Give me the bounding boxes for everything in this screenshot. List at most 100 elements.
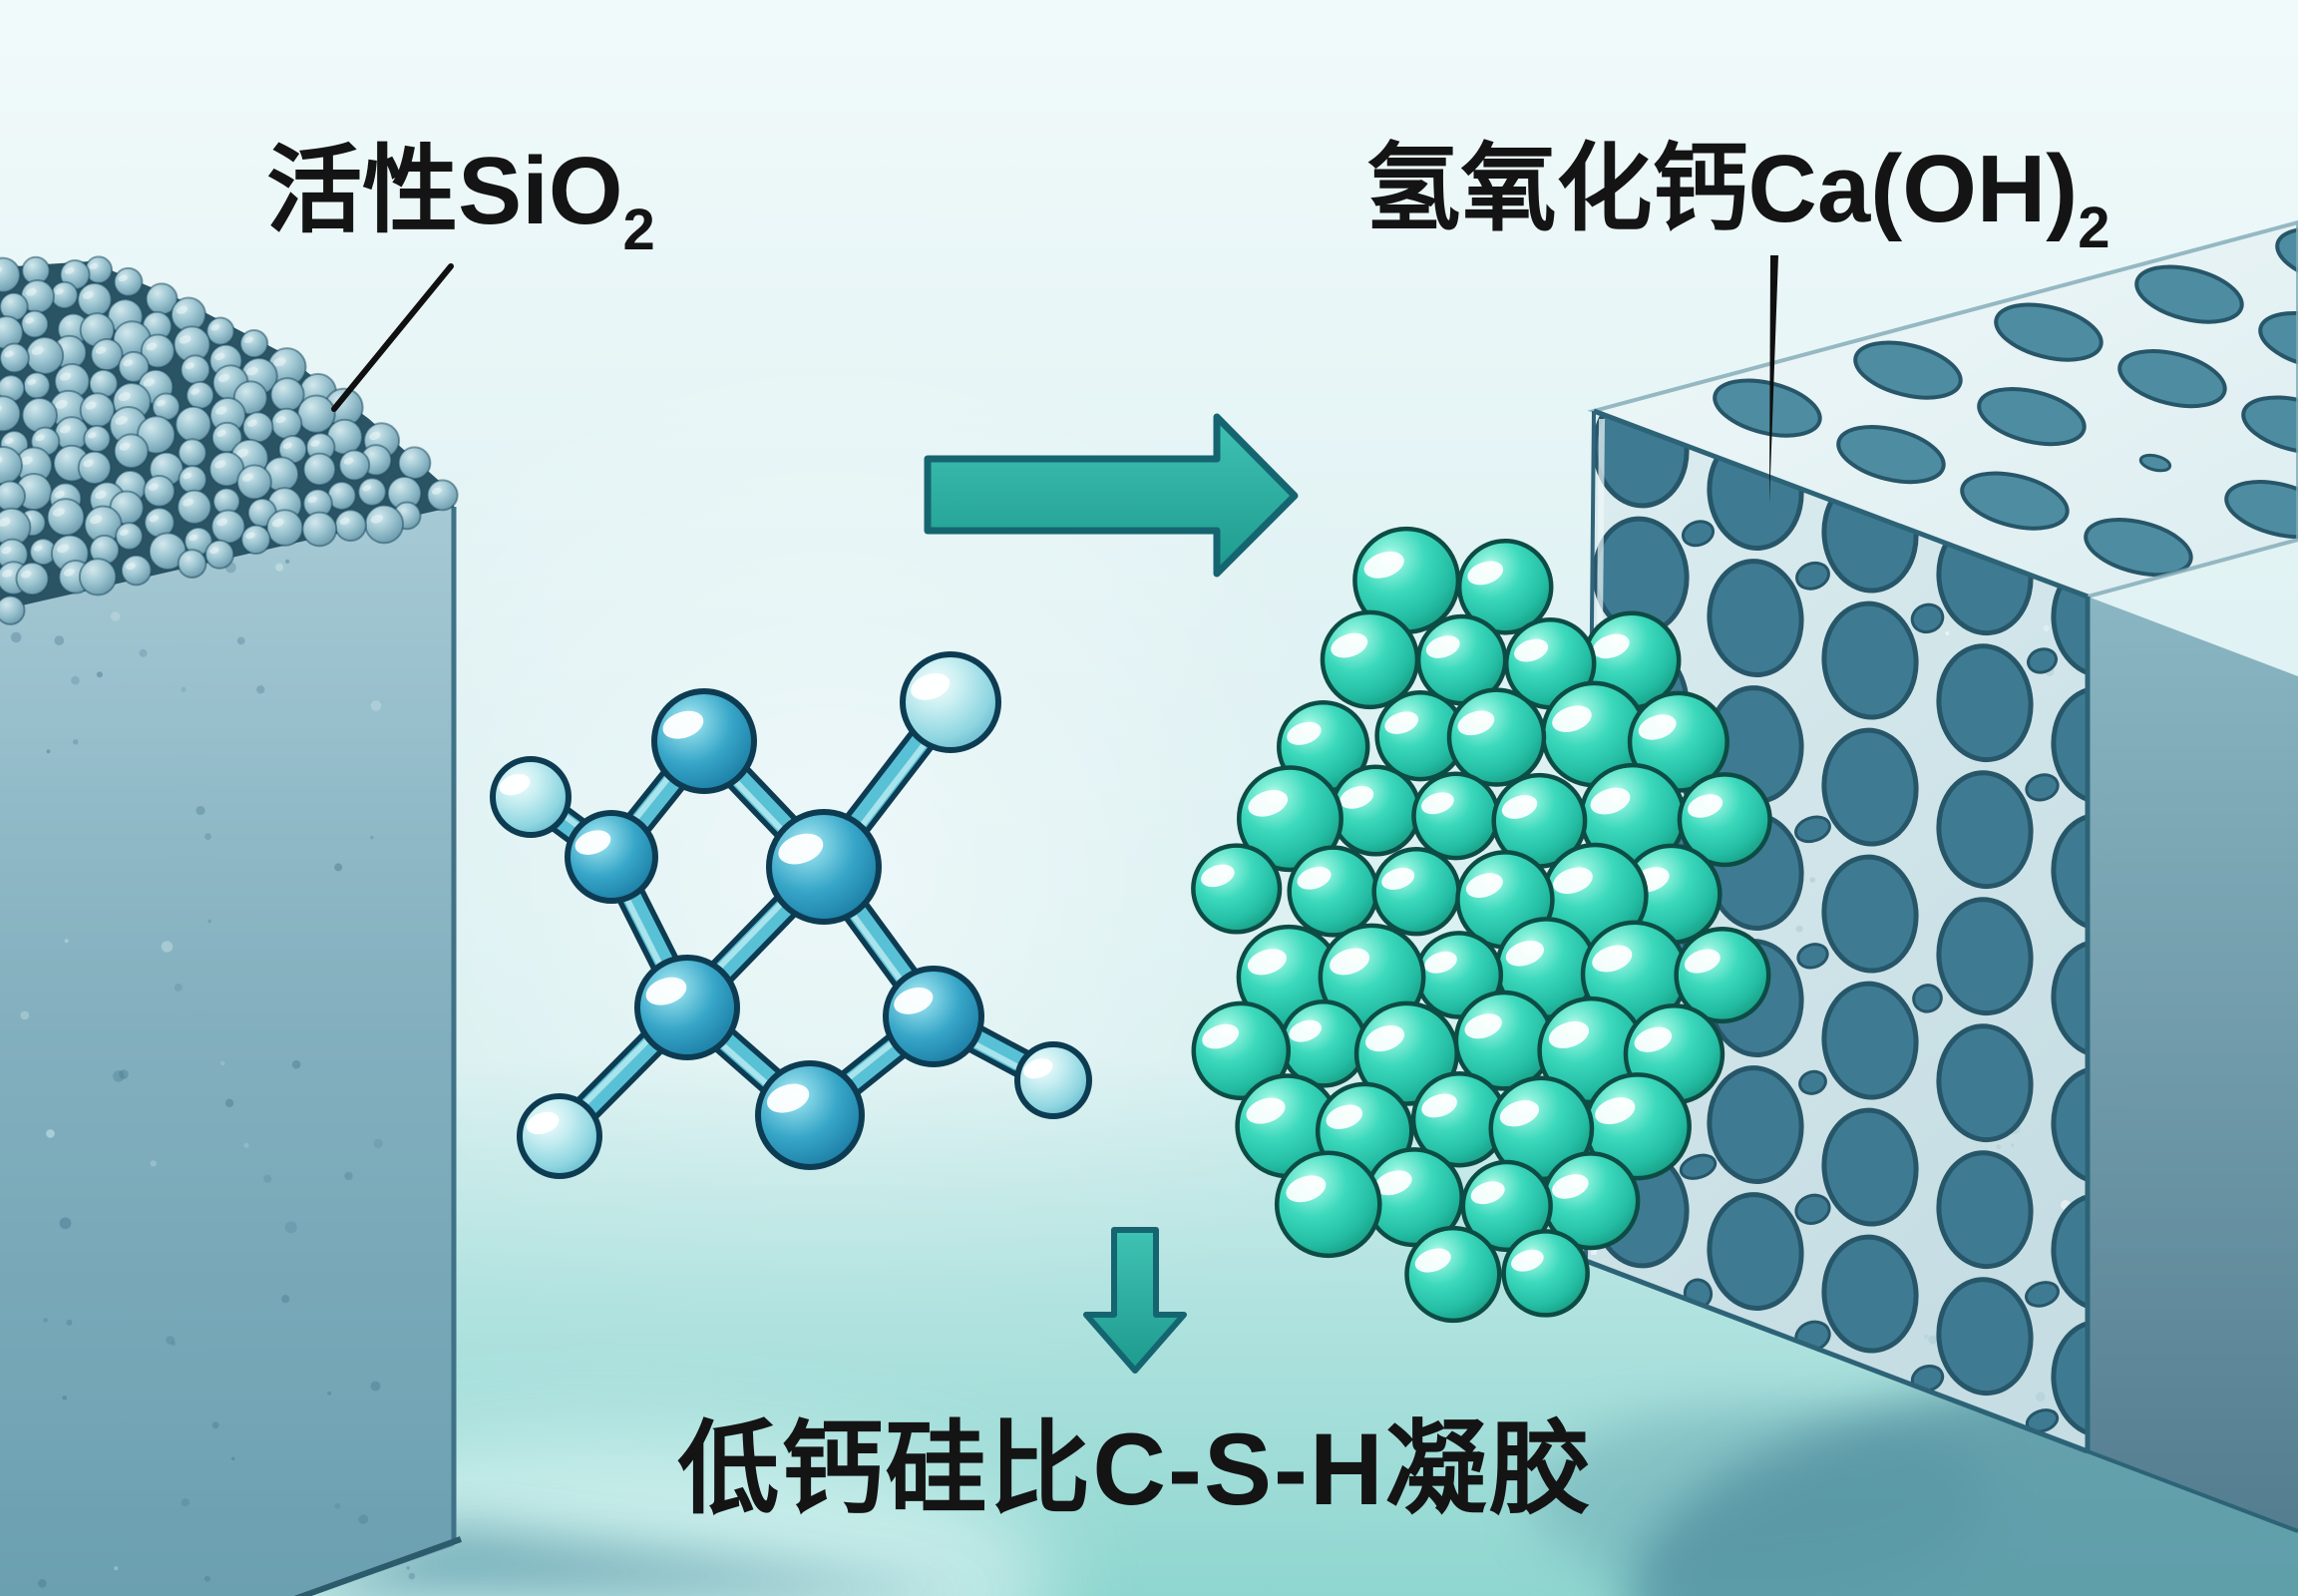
particle-highlight <box>55 399 68 409</box>
atom-highlight <box>911 672 951 700</box>
particle-highlight <box>148 483 159 491</box>
calcium-hydroxide-block <box>1584 219 2298 1533</box>
top-pore <box>2134 264 2244 324</box>
particle-highlight <box>31 346 44 355</box>
csh-gel-sphere-cluster <box>1191 526 1772 1324</box>
gel-sphere-highlight <box>1374 1170 1412 1196</box>
label-calcium-hydroxide-subscript: 2 <box>2078 196 2109 260</box>
speckle <box>161 941 174 953</box>
silica-particle <box>120 554 153 587</box>
atom-silicon <box>651 688 757 794</box>
particle-highlight <box>235 448 249 458</box>
gel-sphere-highlight <box>1457 710 1495 736</box>
atom-highlight <box>766 1083 810 1113</box>
speckle <box>230 1456 235 1461</box>
silica-particle <box>301 511 338 548</box>
silica-particle-block <box>0 255 463 1596</box>
gel-sphere-highlight <box>1548 1020 1590 1048</box>
particle-highlight <box>370 514 384 524</box>
particle-highlight <box>27 378 37 385</box>
gel-sphere-highlight <box>1595 1097 1636 1125</box>
gel-sphere <box>1501 1229 1590 1318</box>
particle-highlight <box>362 485 372 492</box>
speckle <box>204 833 211 840</box>
atom-oxygen <box>1014 1041 1092 1119</box>
silica-molecule <box>490 651 1092 1179</box>
front-pore-small <box>2027 647 2058 674</box>
particle-highlight <box>64 569 75 577</box>
atom-highlight <box>499 774 531 796</box>
particle-highlight <box>1 547 12 555</box>
atom-silicon <box>766 809 882 925</box>
front-pore-small <box>1912 984 1943 1013</box>
speckle <box>181 686 187 692</box>
silica-particle <box>334 509 367 543</box>
silica-particle <box>0 595 26 625</box>
front-pore-small <box>1798 1069 1827 1095</box>
gel-sphere-highlight <box>1501 795 1538 819</box>
particle-highlight <box>119 442 131 451</box>
particle-highlight <box>35 434 45 442</box>
label-reactive-silica-subscript: 2 <box>623 198 655 262</box>
particle-highlight <box>52 508 65 517</box>
reaction-arrow-right <box>924 413 1299 578</box>
speckle <box>46 1129 55 1138</box>
front-pore <box>1707 559 1804 677</box>
front-pore-small <box>2025 1281 2060 1308</box>
speckle <box>1945 631 1950 635</box>
particle-highlight <box>217 373 230 383</box>
speckle <box>20 1010 30 1020</box>
top-pore <box>1977 387 2087 447</box>
speckle <box>73 739 79 745</box>
front-pore <box>1936 643 2034 763</box>
annotation-lines <box>331 255 1778 504</box>
silica-particle <box>143 474 176 508</box>
speckle <box>114 1566 119 1571</box>
down-arrow <box>1083 1227 1187 1374</box>
particle-highlight <box>244 336 253 343</box>
particle-highlight <box>146 342 158 351</box>
speckle <box>10 631 22 643</box>
speckle <box>166 1336 176 1345</box>
speckle <box>46 749 51 754</box>
particle-highlight <box>307 496 317 504</box>
gel-sphere-highlight <box>1514 638 1549 662</box>
gel-sphere-highlight <box>1592 633 1630 659</box>
gel-sphere <box>1404 1225 1502 1324</box>
silica-particle <box>0 395 22 433</box>
gel-sphere-highlight <box>1467 561 1504 586</box>
particle-highlight <box>83 459 94 468</box>
silica-particle <box>0 480 27 513</box>
front-pore <box>2051 685 2088 805</box>
gel-sphere-highlight <box>1425 635 1460 658</box>
particle-highlight <box>431 487 442 495</box>
speckle <box>1928 1335 1938 1345</box>
gel-sphere-highlight <box>1248 790 1289 817</box>
top-pore <box>2117 349 2227 409</box>
top-pore <box>2258 311 2298 371</box>
speckle <box>334 1502 341 1509</box>
silica-particle <box>77 281 113 318</box>
gel-sphere-highlight <box>1201 864 1235 888</box>
atom-highlight <box>662 710 704 739</box>
speckle <box>275 563 284 572</box>
speckle <box>207 919 211 924</box>
particle-highlight <box>33 545 43 552</box>
silica-particle <box>78 558 118 597</box>
top-pore <box>1960 471 2070 531</box>
top-pore <box>2224 480 2298 540</box>
speckle <box>344 1171 353 1181</box>
silica-particle <box>270 407 303 440</box>
silica-particle <box>46 498 86 537</box>
speckle <box>139 648 148 657</box>
particle-highlight <box>25 317 35 324</box>
particle-highlight <box>149 515 160 523</box>
speckle <box>408 1572 416 1580</box>
speckle <box>284 1221 297 1234</box>
gel-sphere-highlight <box>1202 1023 1240 1049</box>
particle-highlight <box>215 406 227 415</box>
particle-highlight <box>1 570 13 578</box>
top-pore <box>1836 425 1946 485</box>
particle-highlight <box>0 517 11 527</box>
